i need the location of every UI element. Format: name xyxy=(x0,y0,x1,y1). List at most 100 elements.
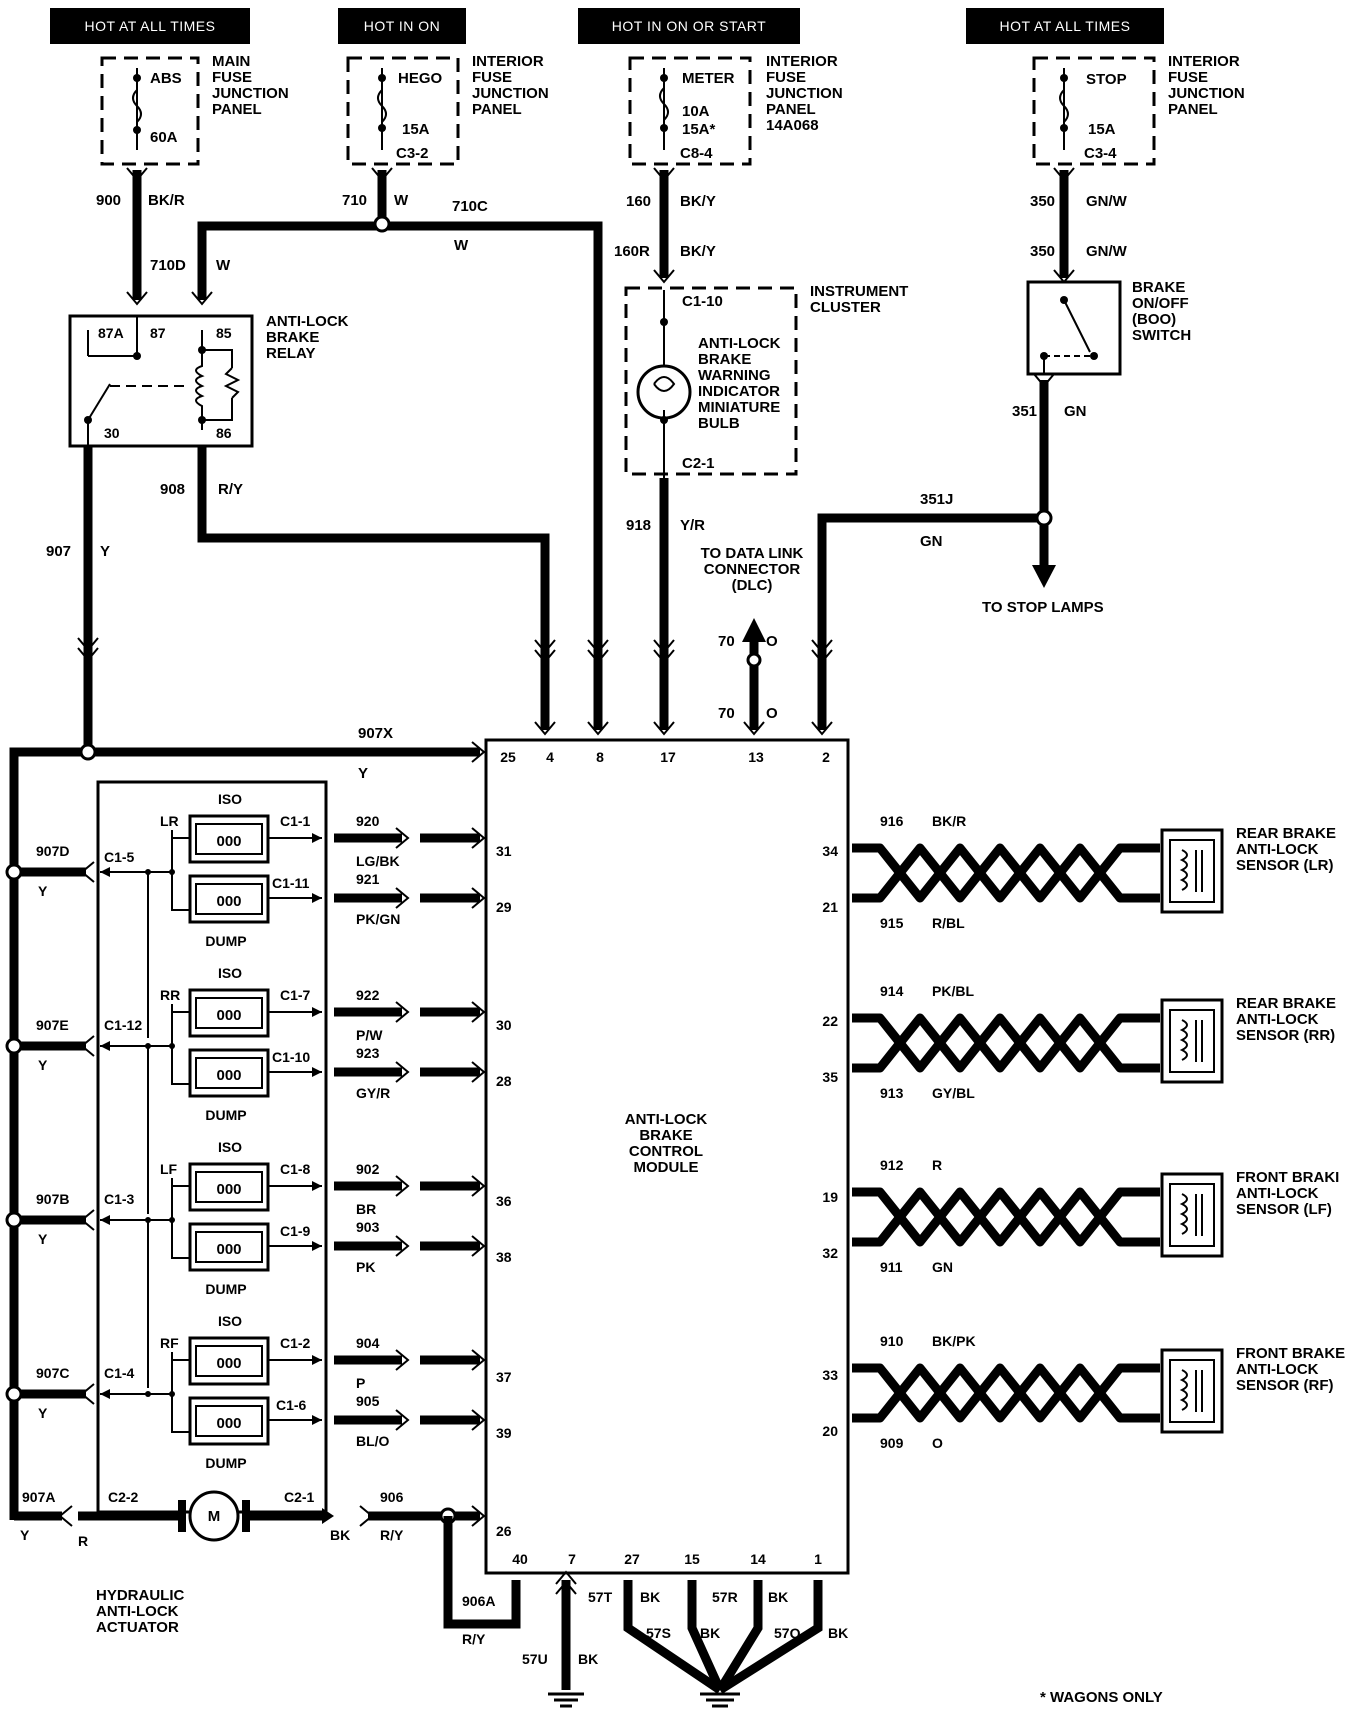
wire-350-label: 350 xyxy=(1030,193,1055,210)
valve-lf-dump-conn: C1-9 xyxy=(280,1223,311,1239)
boo-title-3: (BOO) xyxy=(1132,311,1176,328)
pin-39: 39 xyxy=(496,1425,512,1441)
valve-group-lf: ISO 000 000 DUMP LF C1-3 C1-8 C1-9 xyxy=(100,1139,322,1388)
wire-911-label: 911 xyxy=(880,1259,903,1275)
fuse-stop-name: STOP xyxy=(1086,71,1127,88)
fuse-hego-panel-2: FUSE xyxy=(472,69,512,86)
wire-915-label: 915 xyxy=(880,915,904,931)
relay-pin-86: 86 xyxy=(216,425,232,441)
valve-wires: 920 LG/BK 921 PK/GN 922 P/W 923 GY/R 902… xyxy=(334,813,486,1449)
solenoid-coil-icon: 000 xyxy=(216,833,241,850)
wire-160r-color: BK/Y xyxy=(680,243,716,260)
wire-907a-label: 907A xyxy=(22,1489,55,1505)
wire-57t-color: BK xyxy=(640,1589,660,1605)
instrument-cluster: C1-10 C2-1 ANTI-LOCK BRAKE WARNING INDIC… xyxy=(624,283,908,478)
relay-title-1: ANTI-LOCK xyxy=(266,313,349,330)
wire-907-label: 907 xyxy=(46,543,71,560)
relay-title-2: BRAKE xyxy=(266,329,319,346)
wire-57q-color: BK xyxy=(828,1625,848,1641)
fuse-meter-panel-5: 14A068 xyxy=(766,117,819,134)
wire-57q-label: 57Q xyxy=(774,1625,801,1641)
wire-912-color: R xyxy=(932,1157,942,1173)
wire-70-color-top: O xyxy=(766,633,778,650)
wire-909-color: O xyxy=(932,1435,943,1451)
wire-57u-color: BK xyxy=(578,1651,598,1667)
wire-911-color: GN xyxy=(932,1259,953,1275)
wire-907a-color: Y xyxy=(20,1527,30,1543)
valve-lr-dump-conn: C1-11 xyxy=(272,875,310,891)
sensor-rf-title-1: FRONT BRAKE xyxy=(1236,1345,1345,1362)
fuse-meter-panel-4: PANEL xyxy=(766,101,816,118)
wire-923-label: 923 xyxy=(356,1045,380,1061)
dump-label: DUMP xyxy=(205,933,246,949)
wire-710d-color: W xyxy=(216,257,231,274)
fuse-meter-rating-wagon: 15A* xyxy=(682,121,716,138)
wire-57s-label: 57S xyxy=(646,1625,671,1641)
wire-922-label: 922 xyxy=(356,987,380,1003)
sensor-lr-title-3: SENSOR (LR) xyxy=(1236,857,1334,874)
wire-160-label: 160 xyxy=(626,193,651,210)
wire-70-color-bottom: O xyxy=(766,705,778,722)
fuse-meter-connector: C8-4 xyxy=(680,145,713,162)
wire-906-label: 906 xyxy=(380,1489,404,1505)
header-hot-at-all-times-1: HOT AT ALL TIMES xyxy=(85,18,216,34)
motor-label: M xyxy=(208,1508,221,1525)
fuse-hego-connector: C3-2 xyxy=(396,145,429,162)
wire-351j-label: 351J xyxy=(920,491,953,508)
actuator-title-3: ACTUATOR xyxy=(96,1619,179,1636)
wire-351-color: GN xyxy=(1064,403,1087,420)
pin-19: 19 xyxy=(822,1189,838,1205)
left-bus-taps: 907D Y 907E Y 907B Y 907C Y xyxy=(5,843,95,1421)
dump-label: DUMP xyxy=(205,1281,246,1297)
solenoid-coil-icon: 000 xyxy=(216,893,241,910)
wire-907e-color: Y xyxy=(38,1057,48,1073)
dump-label: DUMP xyxy=(205,1107,246,1123)
wire-918-label: 918 xyxy=(626,517,651,534)
fuse-meter: METER 10A 15A* C8-4 INTERIOR FUSE JUNCTI… xyxy=(628,53,843,166)
wire-922-color: P/W xyxy=(356,1027,383,1043)
pin-29: 29 xyxy=(496,899,512,915)
wire-902-color: BR xyxy=(356,1201,376,1217)
wheel-sensor-lf: 912 R 911 GN FRONT BRAKI ANTI-LOCK SENSO… xyxy=(852,1157,1339,1275)
fuse-hego-rating: 15A xyxy=(402,121,430,138)
valve-rr-iso-conn: C1-7 xyxy=(280,987,311,1003)
cluster-title-2: CLUSTER xyxy=(810,299,881,316)
wheel-sensor-rr: 914 PK/BL 913 GY/BL REAR BRAKE ANTI-LOCK… xyxy=(852,983,1336,1101)
wire-351-label: 351 xyxy=(1012,403,1037,420)
wire-910-label: 910 xyxy=(880,1333,904,1349)
wire-160-color: BK/Y xyxy=(680,193,716,210)
pin-34: 34 xyxy=(822,843,838,859)
sensor-rf-title-2: ANTI-LOCK xyxy=(1236,1361,1319,1378)
fuse-abs-name: ABS xyxy=(150,70,182,87)
valve-lr-name: LR xyxy=(160,813,179,829)
boo-title-2: ON/OFF xyxy=(1132,295,1189,312)
sensor-lr-title-2: ANTI-LOCK xyxy=(1236,841,1319,858)
actuator-c2-2: C2-2 xyxy=(108,1489,139,1505)
wire-350b-label: 350 xyxy=(1030,243,1055,260)
wire-906a-color: R/Y xyxy=(462,1631,486,1647)
pin-27: 27 xyxy=(624,1551,640,1567)
wire-913-label: 913 xyxy=(880,1085,904,1101)
header-hot-at-all-times-2: HOT AT ALL TIMES xyxy=(1000,18,1131,34)
wire-907-color: Y xyxy=(100,543,110,560)
sensor-lf-title-2: ANTI-LOCK xyxy=(1236,1185,1319,1202)
fuse-hego: HEGO 15A C3-2 INTERIOR FUSE JUNCTION PAN… xyxy=(346,53,549,166)
cluster-bulb-6: BULB xyxy=(698,415,740,432)
iso-label: ISO xyxy=(218,1139,242,1155)
fuse-hego-panel-4: PANEL xyxy=(472,101,522,118)
valve-lf-iso-conn: C1-8 xyxy=(280,1161,311,1177)
wire-710d-label: 710D xyxy=(150,257,186,274)
fuse-hego-name: HEGO xyxy=(398,70,443,87)
wire-710-label: 710 xyxy=(342,192,367,209)
valve-lr-iso-conn: C1-1 xyxy=(280,813,311,829)
wires-top: 900 BK/R 710 W 710C W 710D W 160 BK/Y 16… xyxy=(9,167,1128,1520)
wire-904-label: 904 xyxy=(356,1335,380,1351)
wire-57s-color: BK xyxy=(700,1625,720,1641)
wire-907c-label: 907C xyxy=(36,1365,69,1381)
wire-921-label: 921 xyxy=(356,871,380,887)
sensor-rr-title-1: REAR BRAKE xyxy=(1236,995,1336,1012)
wire-923-color: GY/R xyxy=(356,1085,390,1101)
pin-40: 40 xyxy=(512,1551,528,1567)
fuse-abs-panel-1: MAIN xyxy=(212,53,250,70)
